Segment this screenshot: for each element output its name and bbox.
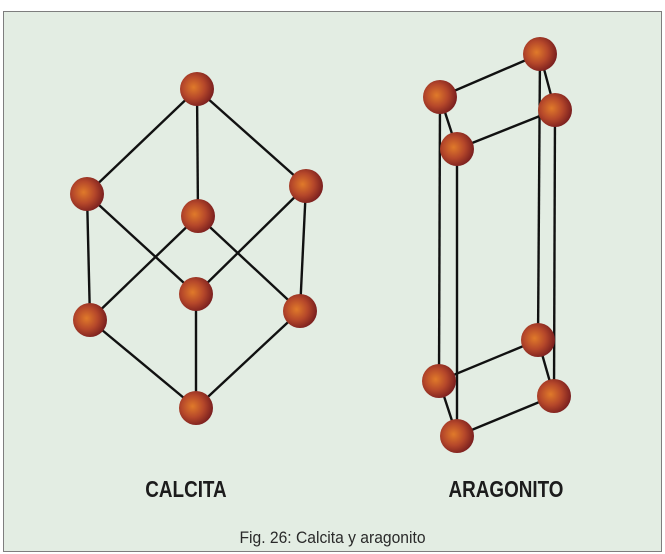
calcita-atom (179, 391, 213, 425)
figure-caption: Fig. 26: Calcita y aragonito (239, 528, 426, 547)
calcita-atom (283, 294, 317, 328)
calcita-bonds (85, 88, 308, 409)
aragonito-atom (422, 364, 456, 398)
calcita-atom (73, 303, 107, 337)
calcita-atoms (70, 72, 323, 425)
aragonito-structure (422, 37, 572, 453)
calcita-atom (289, 169, 323, 203)
aragonito-atom (440, 132, 474, 166)
aragonito-atom (521, 323, 555, 357)
aragonito-atom (523, 37, 557, 71)
aragonito-atom (537, 379, 571, 413)
aragonito-label: ARAGONITO (448, 476, 564, 502)
aragonito-atom (538, 93, 572, 127)
calcita-atom (70, 177, 104, 211)
calcita-atom (179, 277, 213, 311)
calcita-atom (181, 199, 215, 233)
aragonito-bonds (437, 52, 557, 438)
calcita-label: CALCITA (145, 476, 227, 502)
aragonito-atoms (422, 37, 572, 453)
calcita-atom (180, 72, 214, 106)
aragonito-atom (440, 419, 474, 453)
calcita-structure (70, 72, 323, 425)
aragonito-atom (423, 80, 457, 114)
